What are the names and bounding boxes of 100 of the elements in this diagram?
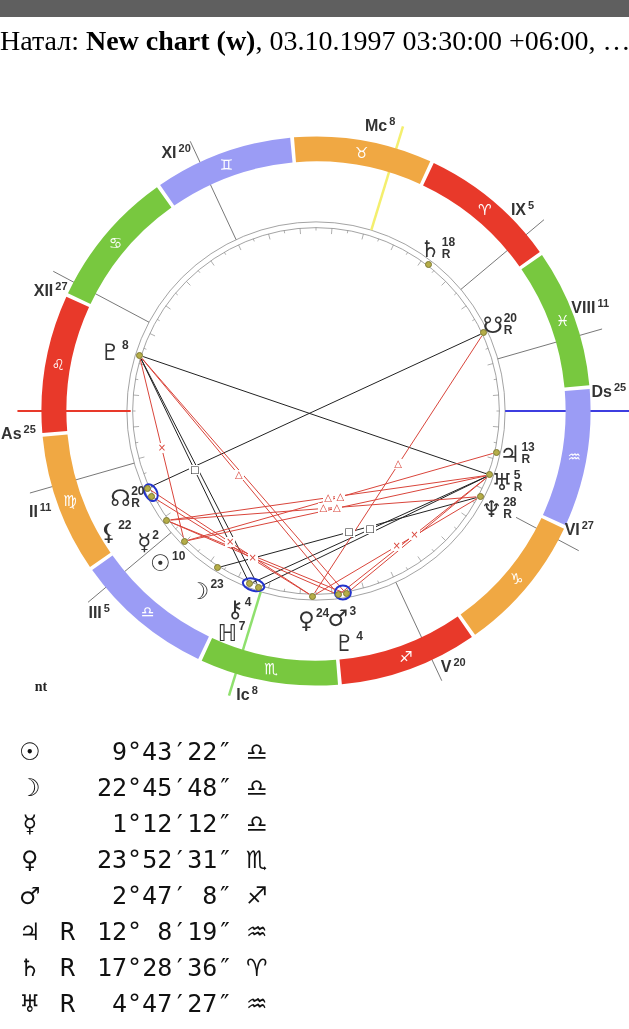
- planet-symbol: ☽: [188, 578, 209, 603]
- retrograde-mark: R: [503, 323, 513, 336]
- sign-symbol: ♎: [246, 810, 268, 838]
- planet-symbol: ☽: [19, 774, 41, 802]
- planet-symbol: ☊: [110, 486, 131, 511]
- aspect-line: [150, 333, 481, 487]
- planet-symbol: ☿: [22, 810, 38, 838]
- dot-icon: [308, 592, 316, 600]
- dot-icon: [335, 591, 343, 599]
- planet-symbol: ♀: [297, 608, 315, 633]
- retrograde-mark: R: [60, 990, 76, 1018]
- degree-number: 20: [131, 485, 145, 498]
- planet-symbol: ☉: [149, 550, 171, 575]
- retrograde-mark: R: [503, 507, 512, 520]
- degree-number: 20: [503, 311, 517, 324]
- edge-label: ×: [247, 552, 258, 563]
- planet-symbol: ♀: [21, 846, 39, 874]
- house-label: XI$^{20}$: [161, 144, 191, 163]
- aspect-line: [142, 356, 487, 475]
- edge-label: △: [233, 470, 244, 481]
- edge-label: △: [393, 459, 403, 470]
- zodiac-band: [41, 296, 90, 434]
- zodiac-sign: ♓: [555, 313, 570, 330]
- planet-symbol: ♂: [19, 882, 41, 910]
- dot-icon: [493, 448, 501, 456]
- zodiac-sign: ♎: [141, 603, 155, 620]
- position-value: 4°47′27″: [112, 990, 233, 1018]
- axis-label: As$^{25}$: [1, 425, 36, 444]
- degree-number: 24: [315, 607, 330, 620]
- dot-icon: [135, 351, 143, 359]
- zodiac-band: [460, 518, 565, 635]
- position-value: 2°47′ 8″: [112, 882, 233, 910]
- degree-number: 5: [513, 469, 521, 482]
- dot-icon: [255, 583, 263, 591]
- planet-symbol: ♅: [491, 470, 513, 495]
- planet-symbol: ☋: [482, 312, 504, 337]
- retrograde-mark: R: [521, 453, 531, 466]
- zodiac-sign: ♑: [510, 571, 524, 588]
- degree-number: 4: [244, 595, 252, 608]
- position-value: 22°45′48″: [97, 774, 233, 802]
- edge-label: ×: [156, 443, 168, 454]
- planet-symbol: ⚸: [100, 519, 117, 544]
- corner-label: nt: [34, 678, 48, 695]
- retrograde-mark: R: [513, 481, 523, 494]
- dot-icon: [148, 492, 155, 500]
- sign-symbol: ♎: [246, 774, 268, 802]
- retrograde-mark: R: [131, 497, 140, 510]
- aspect-line: [187, 452, 494, 541]
- dot-icon: [163, 516, 170, 524]
- sign-symbol: ♎: [246, 738, 268, 766]
- edge-label: □: [188, 464, 201, 475]
- sign-symbol: ♒: [246, 918, 268, 946]
- degree-number: 13: [521, 441, 535, 454]
- sign-symbol: ♐: [246, 882, 268, 910]
- zodiac-sign: ♋: [108, 234, 123, 251]
- house-label: XII$^{27}$: [33, 282, 68, 301]
- position-value: 1°12′12″: [112, 810, 233, 838]
- aspect-line: [314, 335, 483, 594]
- planet-symbol: ♅: [19, 990, 41, 1018]
- house-label: III$^{5}$: [88, 603, 110, 622]
- retrograde-mark: R: [60, 918, 76, 946]
- zodiac-sign: ♍: [63, 492, 77, 509]
- degree-number: 2: [152, 528, 159, 541]
- degree-number: 28: [503, 495, 517, 508]
- dot-icon: [180, 537, 188, 545]
- house-label: VI$^{27}$: [564, 521, 594, 540]
- degree-number: 18: [441, 235, 456, 248]
- zodiac-band: [67, 187, 172, 304]
- planet-symbol: ♃: [19, 918, 41, 946]
- retrograde-mark: R: [441, 247, 451, 260]
- axis-label: Ic$^{8}$: [236, 685, 258, 704]
- house-label: II$^{11}$: [28, 503, 52, 522]
- planet-symbol: ☉: [19, 738, 41, 766]
- planet-symbol: ♃: [499, 442, 521, 467]
- edge-label: △: [318, 503, 329, 514]
- zodiac-sign: ♊: [219, 156, 234, 173]
- degree-number: 4: [356, 630, 363, 643]
- zodiac-band: [160, 137, 293, 206]
- aspect-line: [169, 496, 477, 521]
- degree-number: 10: [171, 549, 186, 562]
- sign-symbol: ♒: [246, 990, 268, 1018]
- edge-label: △: [335, 491, 346, 502]
- dot-icon: [246, 580, 254, 588]
- zodiac-sign: ♉: [355, 144, 369, 161]
- position-value: 23°52′31″: [97, 846, 233, 874]
- planet-symbol: ♄: [19, 954, 41, 982]
- degree-number: 3: [349, 605, 357, 618]
- zodiac-sign: ♈: [477, 202, 492, 219]
- zodiac-sign: ♐: [399, 649, 413, 666]
- position-value: 9°43′22″: [112, 738, 233, 766]
- axis-label: Mc$^{8}$: [364, 117, 396, 136]
- position-value: 17°28′36″: [97, 954, 233, 982]
- zodiac-sign: ♒: [567, 448, 582, 465]
- degree-number: 22: [118, 518, 132, 531]
- sign-symbol: ♈: [246, 954, 268, 982]
- position-value: 12° 8′19″: [97, 918, 233, 946]
- zodiac-sign: ♏: [264, 661, 278, 678]
- dot-icon: [213, 564, 221, 572]
- retrograde-mark: R: [60, 954, 76, 982]
- edge-label: ×: [225, 537, 236, 548]
